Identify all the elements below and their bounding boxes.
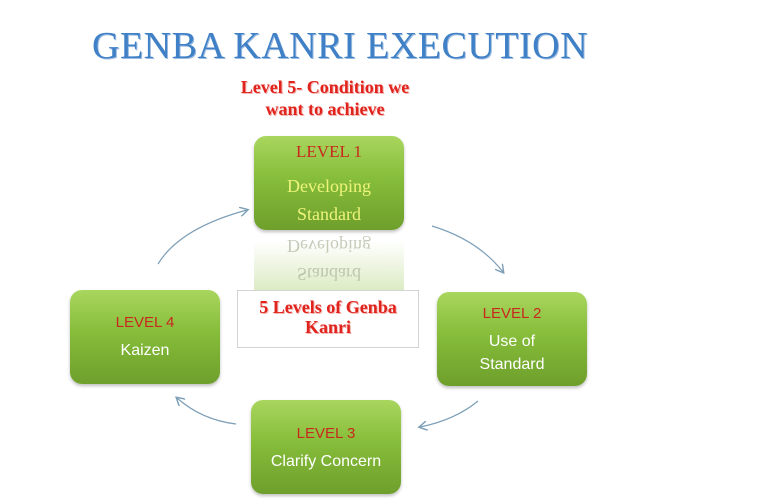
center-line-1: 5 Levels of Genba <box>259 297 397 317</box>
goal-line-1: Level 5- Condition we <box>240 77 410 97</box>
level-1-description: Developing Standard <box>254 172 404 228</box>
level-2-line-1: Use of <box>488 333 536 350</box>
level-2-description: Use of Standard <box>437 330 587 376</box>
level-1-line-1: Developing <box>287 176 371 196</box>
level-2-line-2: Standard <box>479 356 545 373</box>
level-3-box: LEVEL 3 Clarify Concern <box>251 400 401 494</box>
level-4-label: LEVEL 4 <box>115 314 175 331</box>
arrow-level-1-to-2 <box>431 225 503 272</box>
arrow-level-4-to-1 <box>157 210 247 265</box>
goal-caption: Level 5- Condition we want to achieve <box>205 76 445 120</box>
level-4-description: Kaizen <box>120 342 170 359</box>
level-3-label: LEVEL 3 <box>296 425 356 442</box>
center-line-2: Kanri <box>304 317 351 337</box>
center-label-box: 5 Levels of Genba Kanri <box>237 290 419 348</box>
level-3-description: Clarify Concern <box>270 453 382 470</box>
level-2-label: LEVEL 2 <box>482 305 542 322</box>
level-1-box: LEVEL 1 Developing Standard <box>254 136 404 230</box>
level-4-box: LEVEL 4 Kaizen <box>70 290 220 384</box>
page-title: GENBA KANRI EXECUTION <box>92 25 589 67</box>
level-1-line-2: Standard <box>297 204 361 224</box>
arrow-level-3-to-4 <box>177 398 237 425</box>
arrow-level-2-to-3 <box>420 400 479 427</box>
level-2-box: LEVEL 2 Use of Standard <box>437 292 587 386</box>
goal-line-2: want to achieve <box>265 99 385 119</box>
level-1-label: LEVEL 1 <box>296 142 362 161</box>
